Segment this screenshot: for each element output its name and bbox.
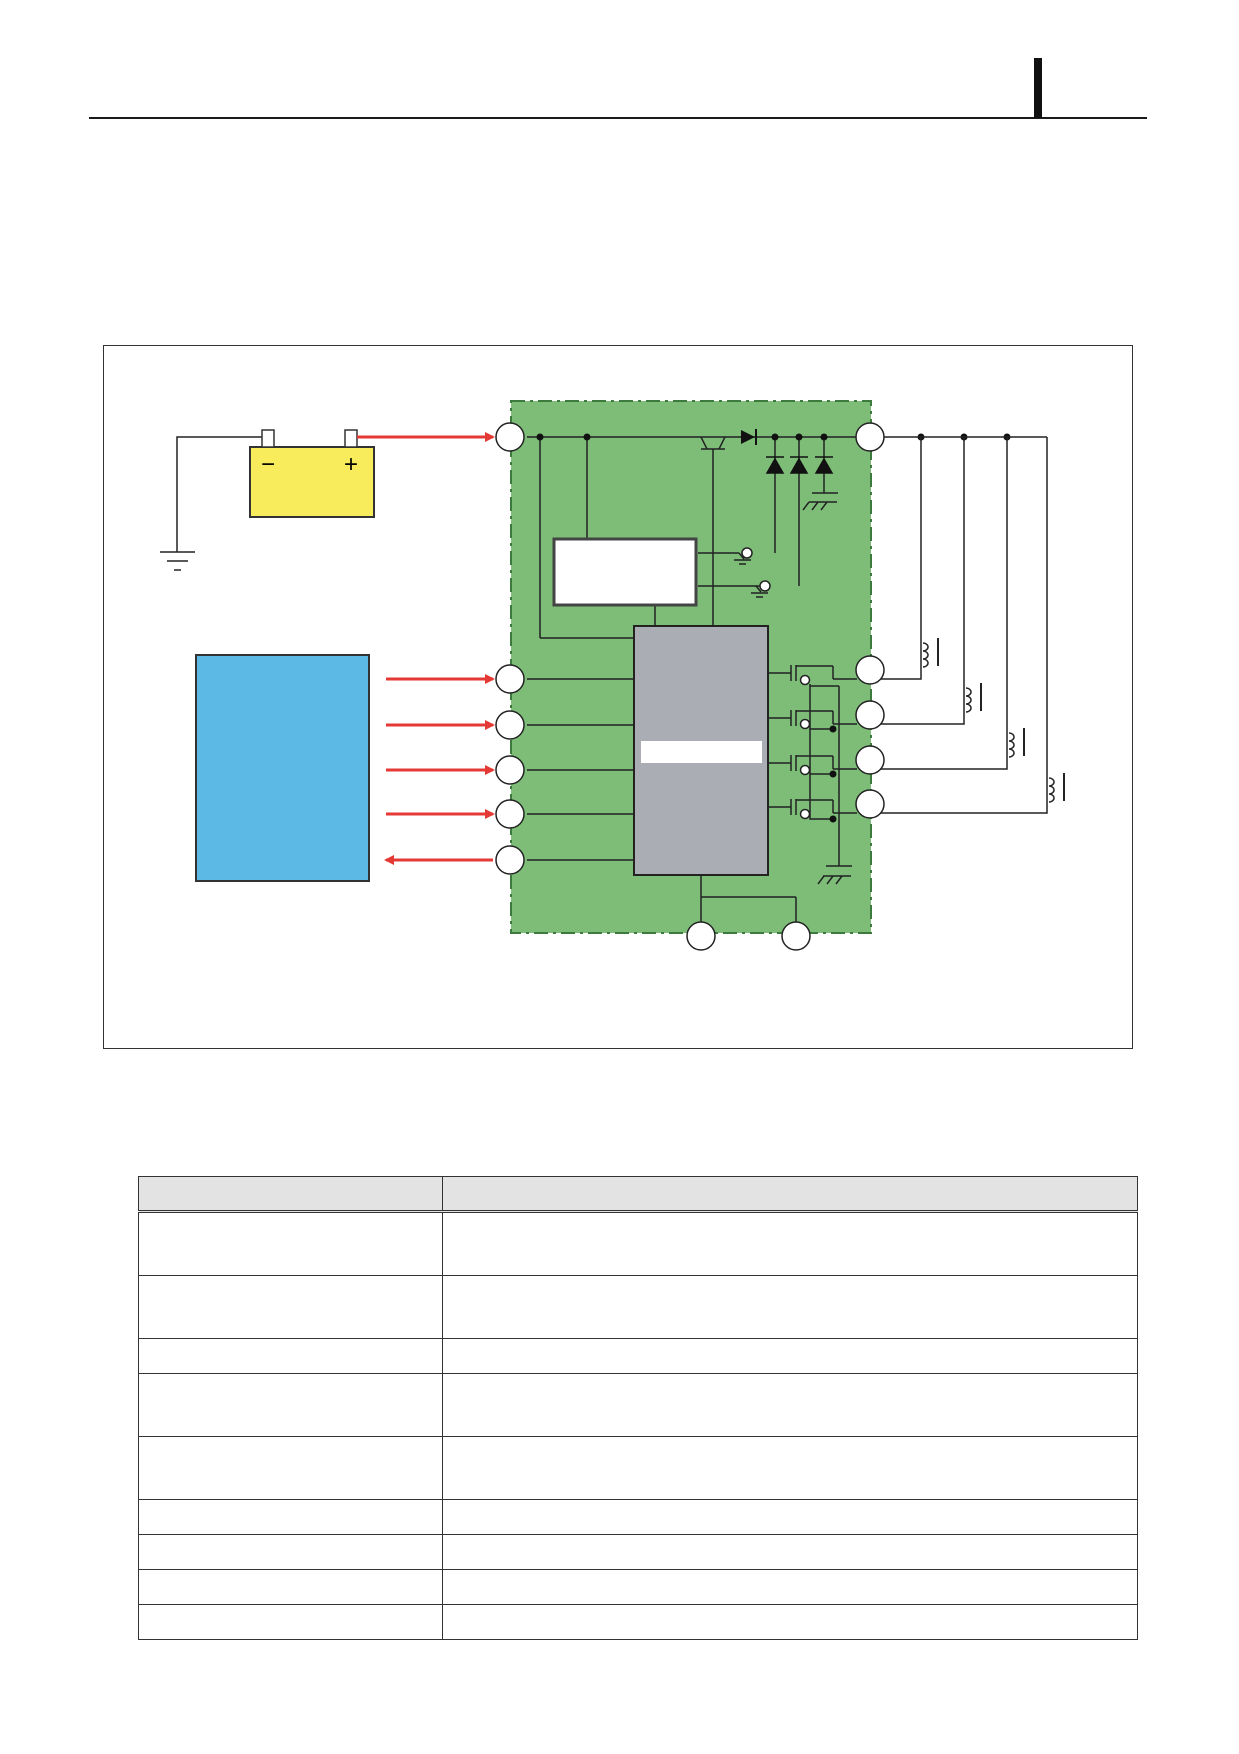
output-drivers [768,665,857,885]
circuit-diagram: − + [160,400,1065,951]
table-row [138,1211,1138,1276]
circuit-figure: − + [103,345,1133,1049]
terminal-injector-3 [855,745,885,775]
table-cell [442,1534,1138,1570]
regulator-box [552,537,698,607]
terminal-ground-1 [686,921,716,951]
injector-coils [922,638,1065,803]
diode-series [741,429,757,445]
table-cell [442,1604,1138,1640]
battery-negative-symbol: − [261,451,275,478]
table-row [138,1604,1138,1640]
table-cell [138,1604,443,1640]
table-cell [138,1436,443,1500]
ecu-signal-arrows [384,674,495,865]
table-cell [442,1211,1138,1276]
terminal-ecu-4 [495,799,525,829]
spec-table [138,1176,1138,1640]
table-row [138,1534,1138,1570]
supply-transistor [700,436,726,450]
terminal-injector-2 [855,700,885,730]
terminal-battery [495,422,525,452]
terminal-ecu-2 [495,710,525,740]
injector-wiring [871,436,1048,814]
table-cell [138,1275,443,1339]
terminal-ground-2 [781,921,811,951]
terminal-ecu-1 [495,664,525,694]
regulator-switches [734,547,771,598]
table-cell [138,1569,443,1605]
table-cell [442,1275,1138,1339]
ic-label-strip [641,741,762,763]
table-row [138,1499,1138,1535]
diode-array [765,456,834,474]
table-cell [138,1373,443,1437]
table-cell [138,1534,443,1570]
table-row [138,1436,1138,1500]
table-cell [138,1499,443,1535]
section-marker [1034,58,1042,118]
ecu-box [195,654,370,882]
table-cell [442,1338,1138,1374]
driver-junction-dots [829,725,837,823]
battery-positive-symbol: + [344,451,358,478]
terminal-injector-supply [855,422,885,452]
table-row [138,1275,1138,1339]
battery: − + [249,429,375,518]
terminal-injector-4 [855,789,885,819]
table-row [138,1569,1138,1605]
table-row [138,1338,1138,1374]
table-cell [138,1211,443,1276]
table-row [138,1373,1138,1437]
table-header-row [138,1176,1138,1213]
table-cell [442,1373,1138,1437]
terminal-ecu-3 [495,755,525,785]
table-cell [442,1569,1138,1605]
header-rule [89,117,1147,119]
table-header-cell-1 [138,1176,443,1213]
module-terminals [495,422,885,951]
table-cell [442,1436,1138,1500]
terminal-ecu-5 [495,845,525,875]
table-cell [442,1499,1138,1535]
battery-ground-wire [160,436,262,571]
table-cell [138,1338,443,1374]
table-header-cell-2 [442,1176,1138,1213]
terminal-injector-1 [855,655,885,685]
